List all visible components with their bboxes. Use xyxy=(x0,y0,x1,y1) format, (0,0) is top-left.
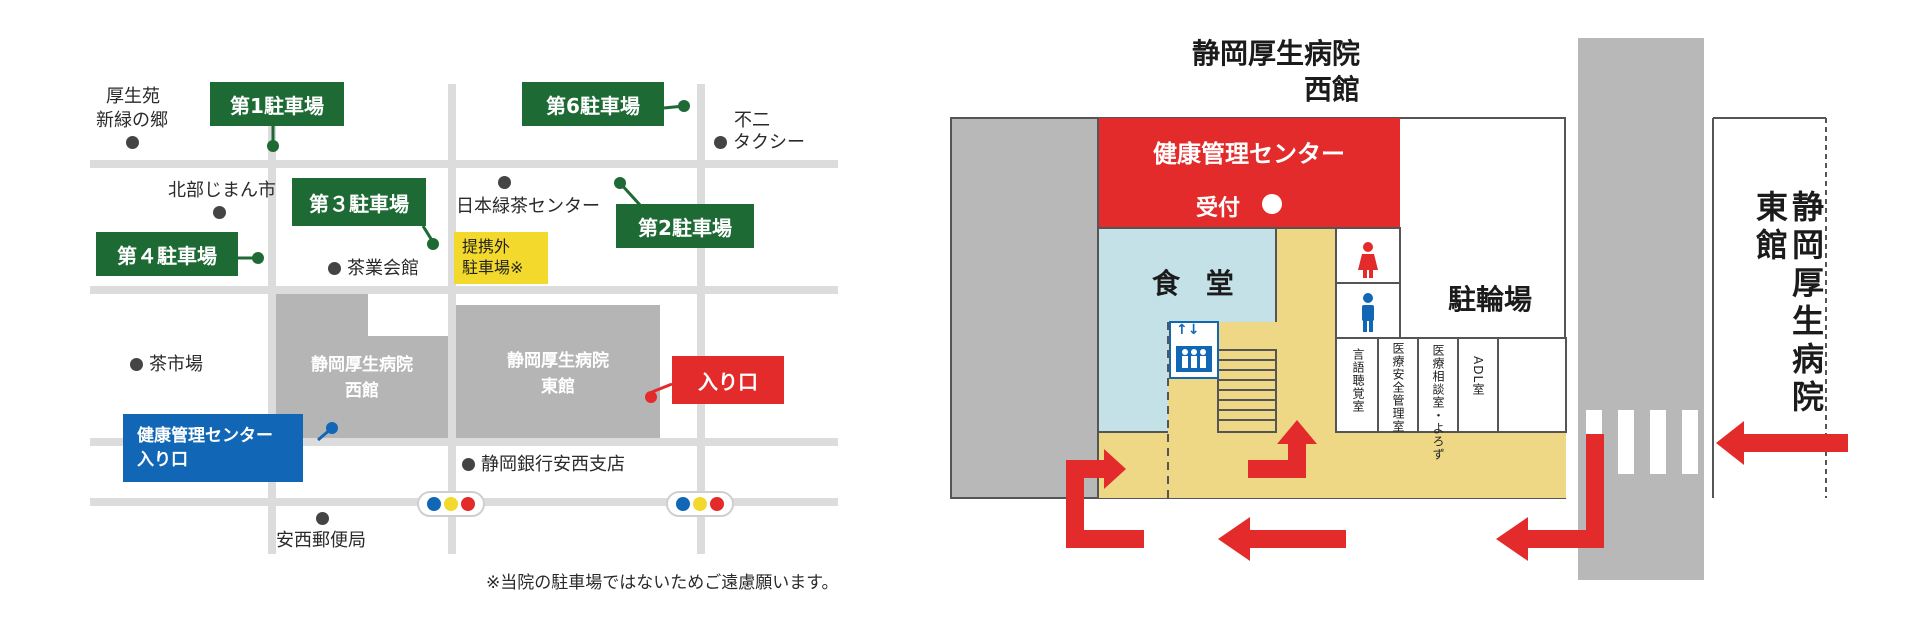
room-medical-safety: 医療安全管理室 xyxy=(1391,342,1405,433)
outer-gray-block xyxy=(951,118,1098,498)
hokubu-label: 北部じまん市 xyxy=(168,180,276,201)
kouseien-dot xyxy=(126,136,139,149)
elevator-icon xyxy=(1169,321,1219,379)
parking-2-sign: 第2駐車場 xyxy=(616,204,754,248)
room-speech-therapy: 言語聴覚室 xyxy=(1351,348,1365,413)
partner-parking-sign: 提携外 駐車場※ xyxy=(454,232,548,284)
east-building-line2: 東館 xyxy=(541,377,575,397)
fuji-label: 不二 xyxy=(734,110,770,131)
west-building-line2: 西館 xyxy=(345,381,379,401)
east-building-line1: 静岡厚生病院 xyxy=(507,351,609,371)
east-building-label: 静岡厚生病院 東館 xyxy=(456,348,660,400)
nihon-ryokucha-dot xyxy=(498,176,511,189)
health-entrance-line1: 健康管理センター xyxy=(137,426,273,446)
health-center-entrance-sign: 健康管理センター 入り口 xyxy=(123,414,303,482)
west-building-shape xyxy=(276,294,448,438)
chaichiba-label: 茶市場 xyxy=(130,354,203,376)
kouseien-label: 厚生苑 xyxy=(106,86,160,107)
parking-1-sign: 第1駐車場 xyxy=(210,82,344,126)
partner-parking-line2: 駐車場※ xyxy=(462,258,524,277)
post-dot xyxy=(316,512,329,525)
health-entrance-line2: 入り口 xyxy=(137,450,188,470)
health-center-room-label: 健康管理センター xyxy=(1153,140,1345,168)
room-consultation: 医療相談室・よろず xyxy=(1431,344,1445,461)
sign-pointers xyxy=(238,100,690,442)
route-arrows xyxy=(1066,420,1848,561)
traffic-light-2 xyxy=(666,491,734,517)
parking-4-sign: 第４駐車場 xyxy=(96,232,238,276)
parking-note: ※当院の駐車場ではないためご遠慮願います。 xyxy=(486,573,839,593)
hokubu-dot xyxy=(213,206,226,219)
health-center-room xyxy=(1098,118,1400,228)
shinryoku-label: 新緑の郷 xyxy=(96,110,168,131)
west-building-title: 静岡厚生病院 西館 xyxy=(1140,36,1360,108)
west-building-line1: 静岡厚生病院 xyxy=(311,355,413,375)
male-restroom-icon xyxy=(1362,293,1374,332)
chagyo-label: 茶業会館 xyxy=(328,258,419,280)
east-building-shape xyxy=(456,305,660,438)
east-building-vertical-label: 静岡厚生病院東館 xyxy=(1751,190,1825,418)
parking-6-sign: 第6駐車場 xyxy=(522,82,664,126)
post-label: 安西郵便局 xyxy=(276,530,366,551)
west-title-line1: 静岡厚生病院 xyxy=(1191,37,1360,70)
female-restroom-icon xyxy=(1358,242,1378,278)
reception-label: 受付 xyxy=(1196,196,1241,221)
bicycle-parking-label: 駐輪場 xyxy=(1448,283,1533,316)
partner-parking-line1: 提携外 xyxy=(462,237,511,256)
stairs xyxy=(1217,349,1277,433)
traffic-light-1 xyxy=(417,491,485,517)
reception-dot xyxy=(1262,194,1282,214)
cafeteria-label: 食 堂 xyxy=(1152,267,1242,300)
west-building-label: 静岡厚生病院 西館 xyxy=(276,352,448,404)
elevator-arrows: ↑↓ xyxy=(1176,322,1200,338)
bank-label: 静岡銀行安西支店 xyxy=(462,454,625,476)
main-entrance-sign: 入り口 xyxy=(672,356,784,404)
taxi-label: タクシー xyxy=(714,132,805,154)
west-title-line2: 西館 xyxy=(1303,73,1360,106)
nihon-ryokucha-label: 日本緑茶センター xyxy=(456,196,600,217)
parking-3-sign: 第３駐車場 xyxy=(292,178,426,226)
room-adl: ADL室 xyxy=(1471,356,1485,397)
